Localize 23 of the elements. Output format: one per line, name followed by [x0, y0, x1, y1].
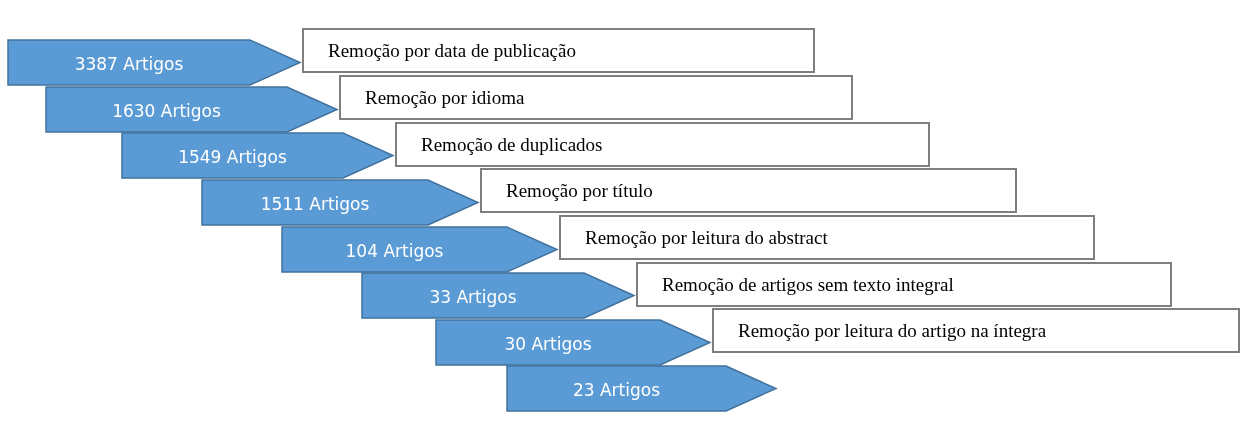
- count-label: 30 Artigos: [503, 334, 593, 354]
- arrow-shape: [507, 366, 776, 411]
- arrow-shape: [282, 227, 557, 272]
- count-label: 1511 Artigos: [259, 194, 371, 214]
- step-box: Remoção por leitura do artigo na íntegra: [712, 308, 1240, 353]
- arrow-shape: [202, 180, 478, 225]
- step-box: Remoção por idioma: [339, 75, 853, 120]
- arrow-shape: [362, 273, 634, 318]
- arrow-shape: [436, 320, 710, 365]
- step-box: Remoção de duplicados: [395, 122, 930, 167]
- count-label: 3387 Artigos: [73, 54, 185, 74]
- count-label: 1630 Artigos: [111, 101, 222, 121]
- arrow-shape: [46, 87, 337, 132]
- step-box: Remoção por leitura do abstract: [559, 215, 1095, 260]
- count-label: 104 Artigos: [344, 241, 445, 261]
- count-label: 1549 Artigos: [177, 147, 288, 167]
- arrow-shape: [122, 133, 393, 178]
- count-label: 23 Artigos: [571, 380, 662, 400]
- step-box: Remoção por título: [480, 168, 1017, 213]
- step-box: Remoção de artigos sem texto integral: [636, 262, 1172, 307]
- count-label: 33 Artigos: [428, 287, 518, 307]
- arrow-shape: [8, 40, 300, 85]
- step-box: Remoção por data de publicação: [302, 28, 815, 73]
